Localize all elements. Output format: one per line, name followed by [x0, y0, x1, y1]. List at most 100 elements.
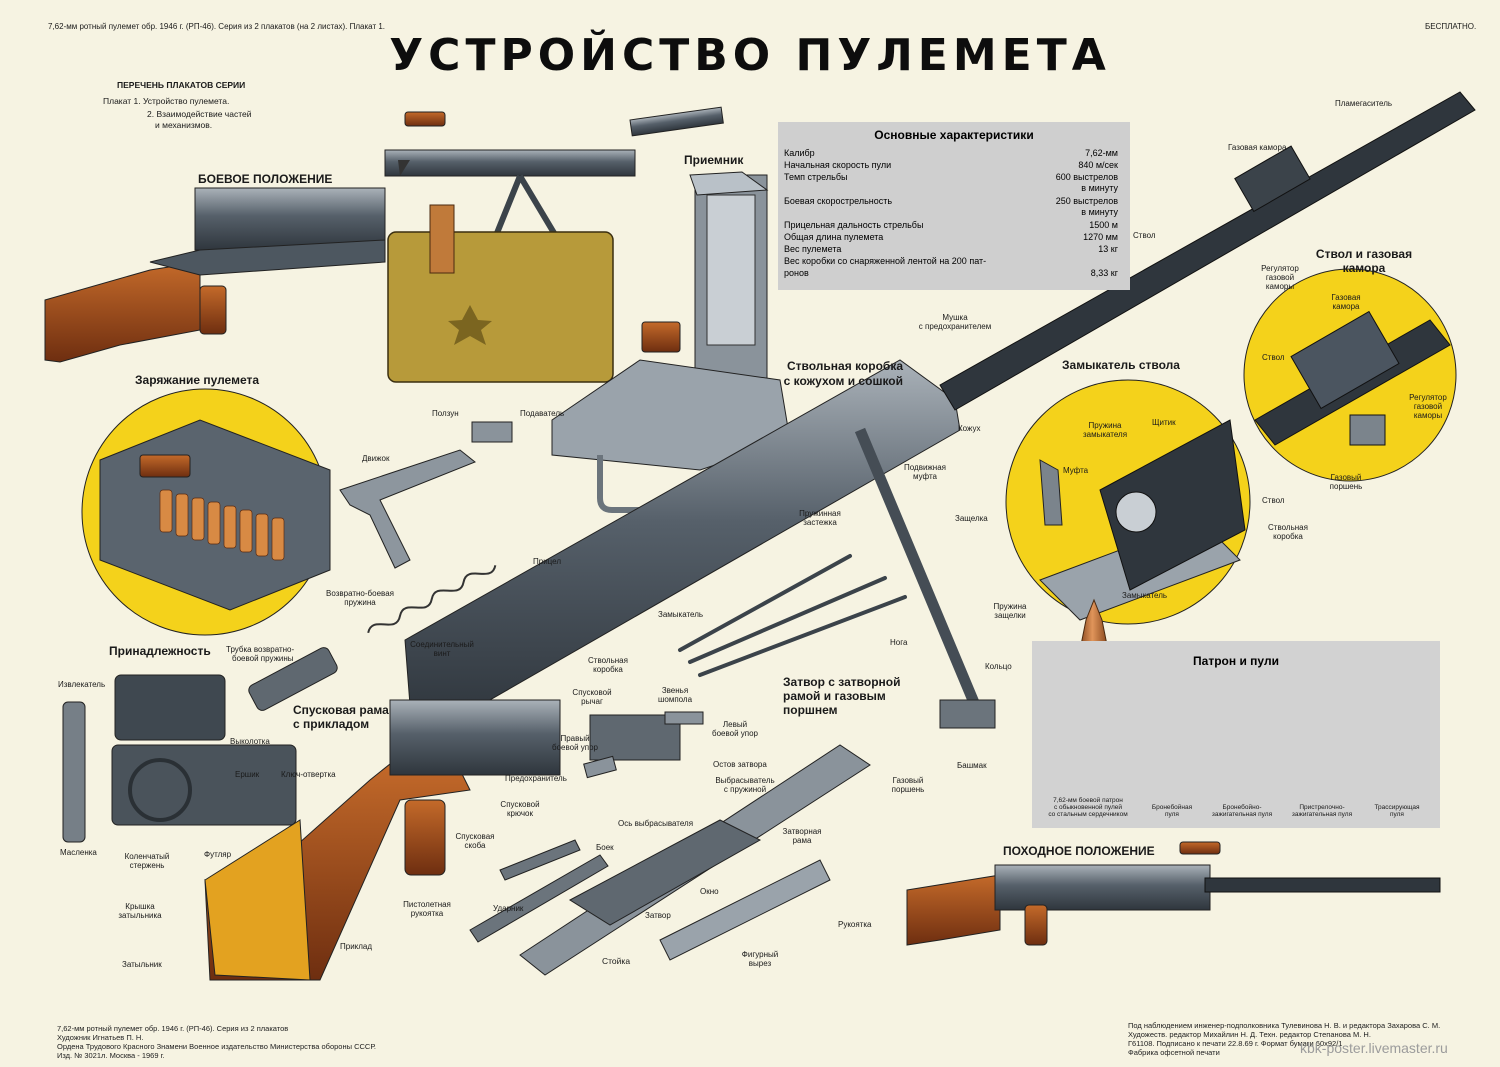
label-c1-gp-1: Газовый: [1330, 473, 1362, 482]
cartridge-caption-1: 7,62-мм боевой патрон: [1053, 797, 1123, 804]
label-zven-2: шомпола: [657, 695, 693, 704]
label-stv-kor-1: Ствольная: [588, 656, 628, 665]
label-pricel: Прицел: [533, 557, 562, 566]
label-reg-3: каморы: [1265, 282, 1295, 291]
label-izvlekatel: Извлекатель: [58, 680, 106, 689]
free-mark: БЕСПЛАТНО.: [1425, 22, 1477, 31]
label-c1-stvol: Ствол: [1262, 353, 1285, 362]
label-podv-mufta-1: Подвижная: [904, 463, 946, 472]
label-prav-upor-1: Правый: [560, 734, 590, 743]
accessories-heading: Принадлежность: [109, 644, 211, 658]
label-reg-1: Регулятор: [1261, 264, 1299, 273]
armor-piercing-caption-1: Бронебойная: [1151, 804, 1193, 811]
poster-series-caption: 7,62-мм ротный пулемет обр. 1946 г. (РП-…: [48, 22, 385, 31]
label-spusk-rychag-2: рычаг: [581, 697, 603, 706]
label-vykolotka: Выколотка: [230, 737, 270, 746]
receiver-box-heading-2: с кожухом и сошкой: [783, 374, 903, 388]
label-mushka-2: с предохранителем: [918, 322, 992, 331]
label-mushka-1: Мушка: [942, 313, 968, 322]
barrel-lock-heading: Замыкатель ствола: [1062, 358, 1180, 372]
series-list-item-2b: и механизмов.: [155, 120, 213, 130]
marching-position-heading: ПОХОДНОЕ ПОЛОЖЕНИЕ: [1003, 844, 1155, 858]
label-bashmak: Башмак: [957, 761, 987, 770]
label-spusk-kryuch-1: Спусковой: [500, 800, 540, 809]
footer-right-line-4: Фабрика офсетной печати: [1128, 1048, 1220, 1057]
ranging-caption-1: Пристрелочно-: [1299, 804, 1345, 811]
receiver-heading: Приемник: [684, 153, 744, 167]
combat-position-heading: БОЕВОЕ ПОЛОЖЕНИЕ: [198, 172, 333, 186]
label-c1-gaz-1: Газовая: [1331, 293, 1361, 302]
label-ershik: Ершик: [235, 770, 260, 779]
label-zatylnik: Затыльник: [122, 960, 162, 969]
label-pistol-1: Пистолетная: [403, 900, 451, 909]
receiver-parts-illustration: [339, 171, 791, 569]
tracer-caption-1: Трассирующая: [1374, 804, 1420, 811]
footer-right-line-3: Г61108. Подписано к печати 22.8.69 г. Фо…: [1128, 1039, 1343, 1048]
label-c2-zashchelka: Защелка: [955, 514, 988, 523]
poster-title: УСТРОЙСТВО ПУЛЕМЕТА: [389, 30, 1111, 81]
label-rukoyatka: Рукоятка: [838, 920, 872, 929]
label-maslenka: Масленка: [60, 848, 97, 857]
label-zatvor: Затвор: [645, 911, 671, 920]
label-noga: Нога: [890, 638, 908, 647]
label-c2-mufta: Муфта: [1063, 466, 1089, 475]
series-list-item-2a: 2. Взаимодействие частей: [147, 109, 252, 119]
label-c1-gp-2: поршень: [1329, 482, 1363, 491]
label-vybras-2: с пружиной: [723, 785, 767, 794]
label-c2-pruzh-1: Пружина: [1088, 421, 1122, 430]
barrel-gas-heading-2: камора: [1342, 261, 1386, 275]
label-kluch: Ключ-отвертка: [281, 770, 336, 779]
label-stvol-top: Ствол: [1133, 231, 1156, 240]
cartridge-caption-3: со стальным сердечником: [1048, 811, 1128, 818]
label-kolench-2: стержень: [129, 861, 165, 870]
barrel-gas-chamber-circle: [1243, 268, 1457, 482]
label-figurny-1: Фигурный: [741, 950, 779, 959]
label-soed-vint-2: винт: [433, 649, 451, 658]
label-boek: Боек: [596, 843, 614, 852]
label-zatv-rama-2: рама: [792, 836, 812, 845]
label-gaz-porshen-1: Газовый: [892, 776, 924, 785]
label-c1-reg-3: каморы: [1413, 411, 1443, 420]
footer-left-line-4: Изд. № 3021л. Москва - 1969 г.: [57, 1051, 165, 1060]
label-stv-kor-2: коробка: [593, 665, 623, 674]
label-podavatel: Подаватель: [520, 409, 565, 418]
label-c2-stvol: Ствол: [1262, 496, 1285, 505]
series-list-item-1: Плакат 1. Устройство пулемета.: [103, 96, 230, 106]
label-c2-shchitik: Щитик: [1152, 418, 1176, 427]
bolt-heading-1: Затвор с затворной: [783, 675, 901, 689]
cartridge-bullets-heading: Патрон и пули: [1193, 654, 1279, 668]
label-gaz-kamora: Газовая камора: [1228, 143, 1287, 152]
trigger-frame-heading-2: с прикладом: [293, 717, 370, 731]
label-kryshka-1: Крышка: [125, 902, 155, 911]
footer-left-line-3: Ордена Трудового Красного Знамени Военно…: [57, 1042, 377, 1051]
api-caption-2: зажигательная пуля: [1211, 811, 1273, 818]
label-podv-mufta-2: муфта: [913, 472, 937, 481]
label-kozhukh: Кожух: [958, 424, 981, 433]
bolt-carrier-parts-illustration: [469, 711, 871, 976]
trigger-frame-heading-1: Спусковая рама: [293, 703, 389, 717]
label-vybras-1: Выбрасыватель: [715, 776, 775, 785]
combat-position-gun-illustration: [44, 106, 724, 383]
cartridge-bullets-box: Патрон и пули 7,62-мм боевой патрон с об…: [1032, 641, 1440, 828]
footer-right-line-1: Под наблюдением инженер-подполковника Ту…: [1128, 1021, 1441, 1030]
label-zatv-rama-1: Затворная: [782, 827, 822, 836]
series-list-heading: ПЕРЕЧЕНЬ ПЛАКАТОВ СЕРИИ: [117, 80, 246, 90]
specifications-heading: Основные характеристики: [874, 128, 1034, 142]
label-gaz-porshen-2: поршень: [891, 785, 925, 794]
label-futlyar: Футляр: [204, 850, 232, 859]
label-prav-upor-2: боевой упор: [551, 743, 598, 752]
label-predohr: Предохранитель: [505, 774, 567, 783]
label-lev-upor-2: боевой упор: [711, 729, 758, 738]
label-reg-2: газовой: [1265, 273, 1295, 282]
bolt-heading-3: поршнем: [783, 703, 838, 717]
label-spusk-skoba-1: Спусковая: [455, 832, 495, 841]
footer-right-line-2: Художеств. редактор Михайлин Н. Д. Техн.…: [1128, 1030, 1371, 1039]
footer-left-line-2: Художник Игнатьев П. Н.: [57, 1033, 144, 1042]
loading-heading: Заряжание пулемета: [135, 373, 260, 387]
label-trubka-1: Трубка возвратно-: [226, 645, 295, 654]
receiver-with-barrel-illustration: [248, 91, 1476, 729]
label-soed-vint-1: Соединительный: [410, 640, 474, 649]
label-c1-reg-2: газовой: [1413, 402, 1443, 411]
label-c2-zamyk: Замыкатель: [1122, 591, 1168, 600]
